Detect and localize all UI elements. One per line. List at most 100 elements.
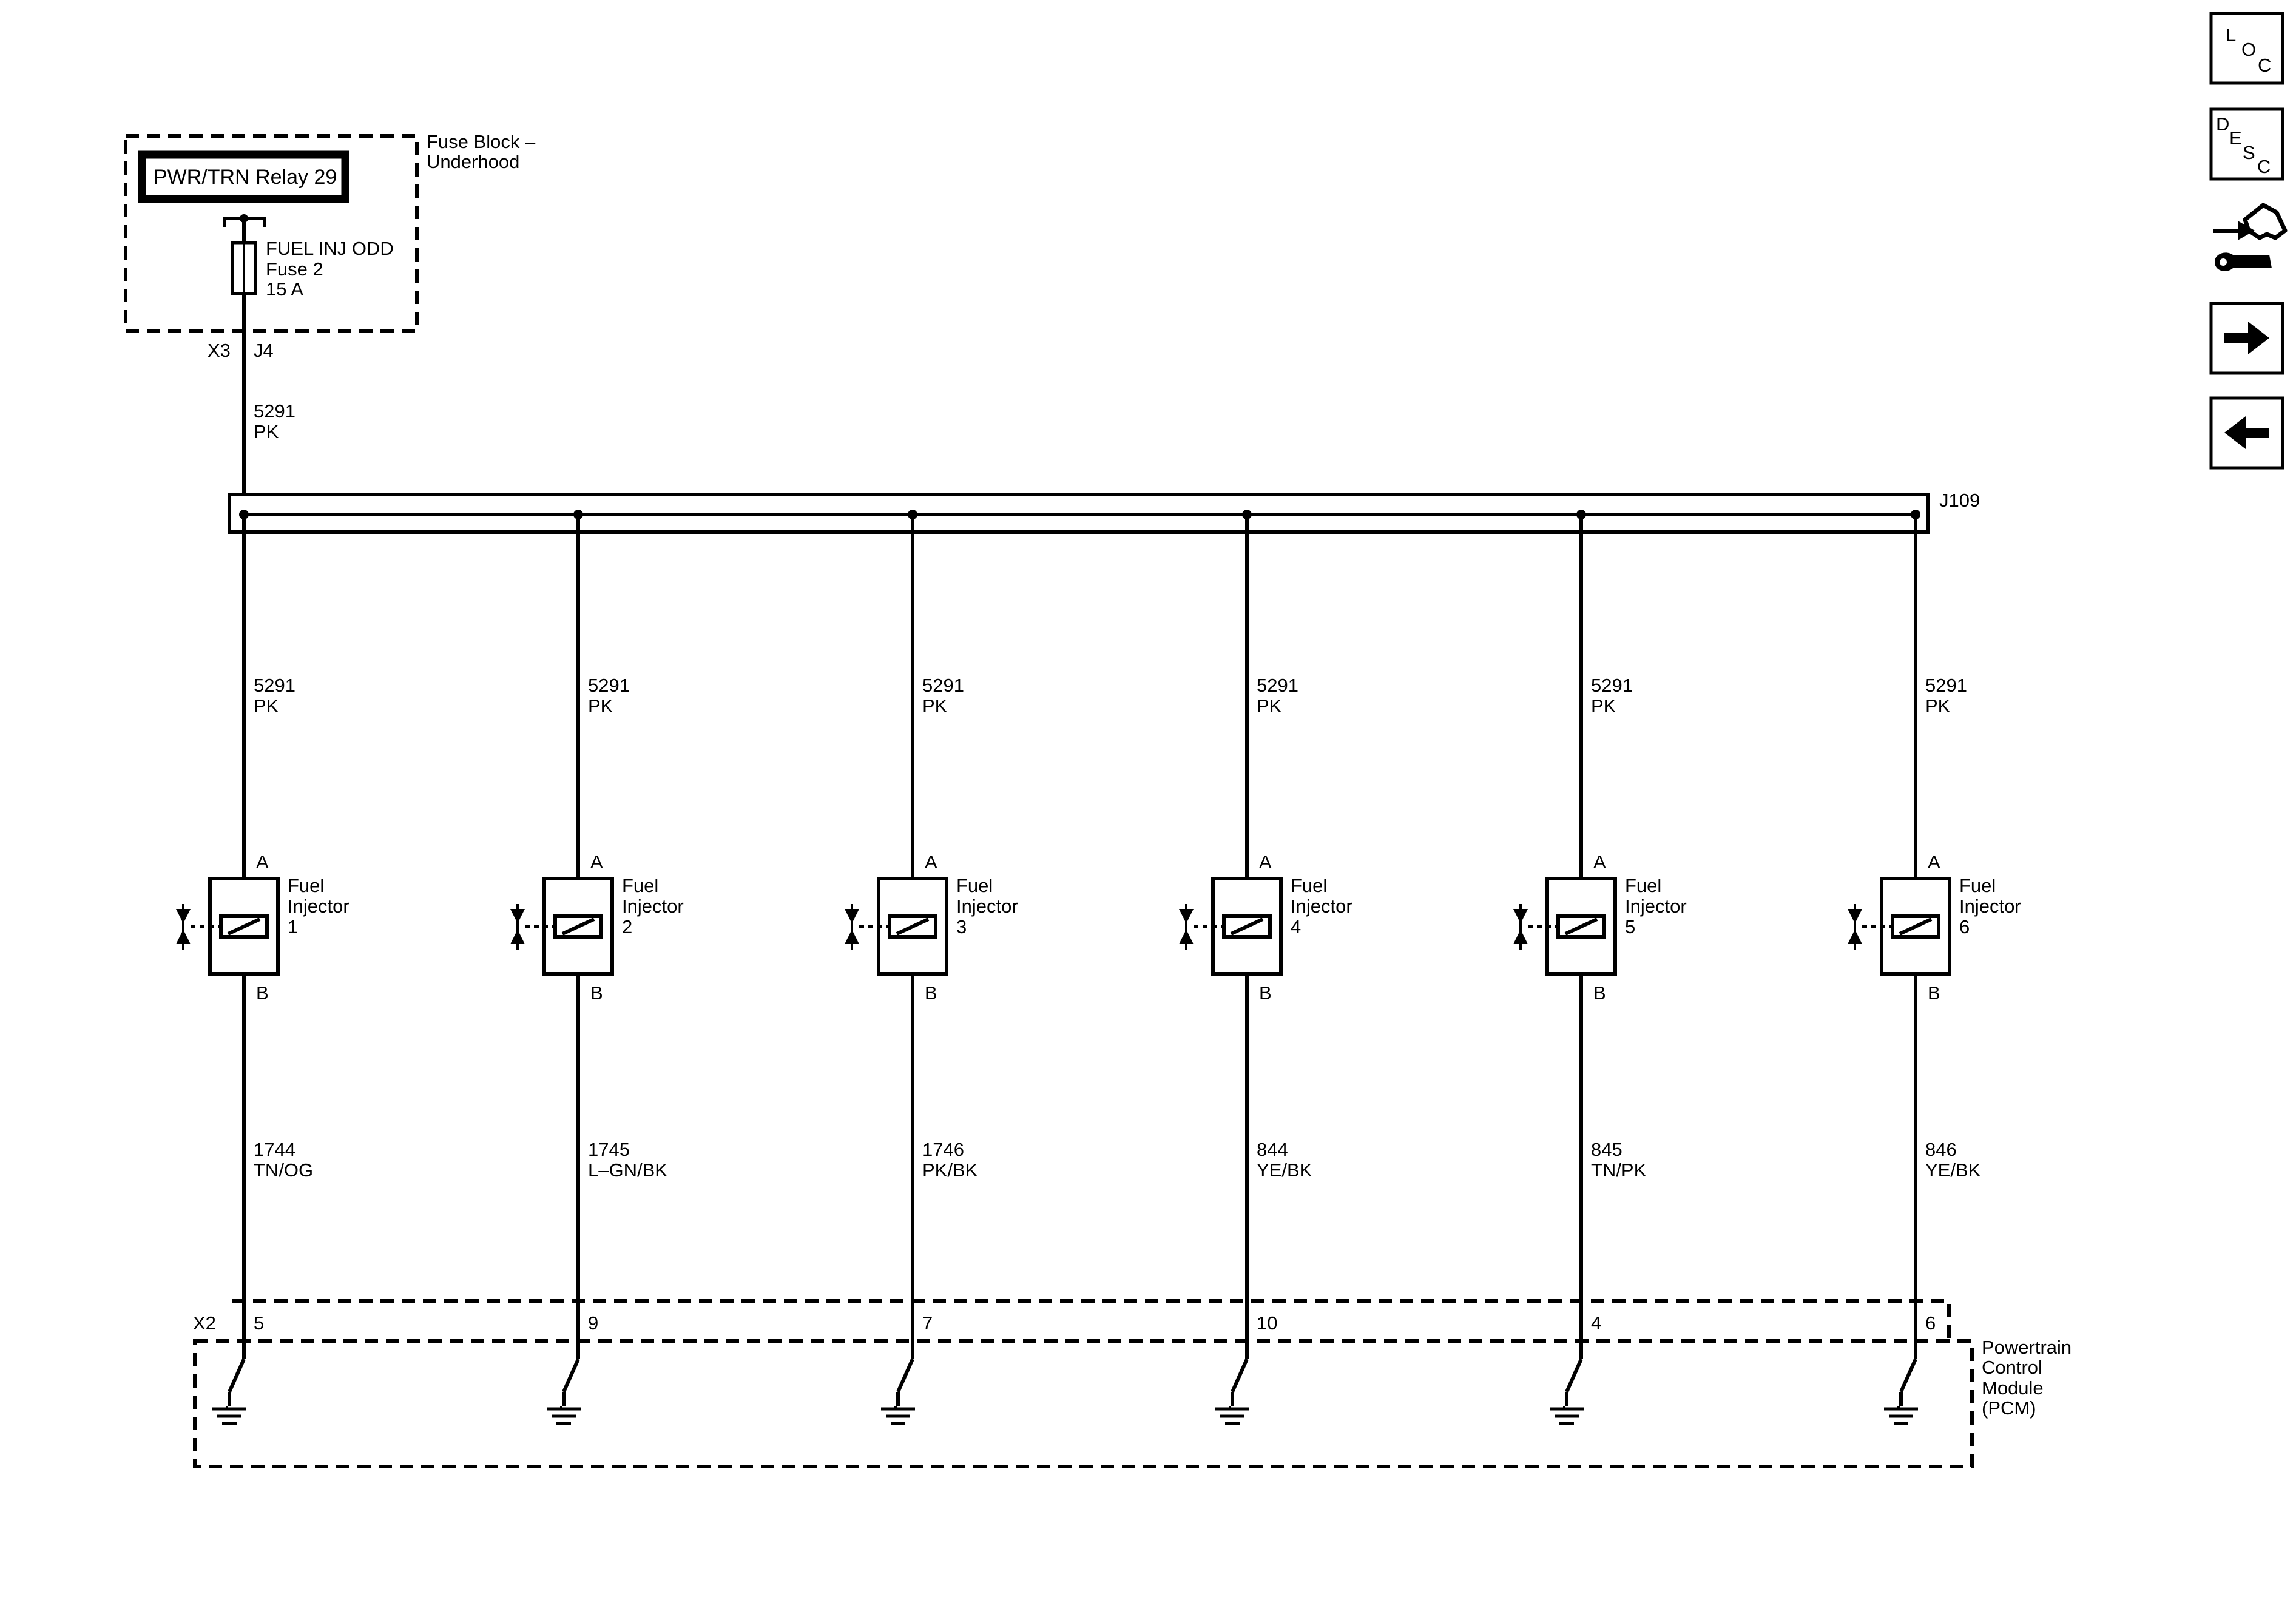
description-button[interactable]: D E S C <box>2209 107 2284 181</box>
injector-number: 3 <box>956 916 967 937</box>
pcm-pin-number: 9 <box>588 1312 598 1334</box>
toolbar: L O C D E S C <box>2209 12 2288 470</box>
driver-switch <box>228 1358 246 1393</box>
supply-circuit-number: 5291 <box>922 675 964 696</box>
solenoid-coil-slash <box>561 917 595 936</box>
solenoid-coil-slash <box>227 917 261 936</box>
control-wire-color: L–GN/BK <box>588 1160 667 1181</box>
fuse-label-line3: 15 A <box>266 279 303 300</box>
driver-switch <box>896 1358 914 1393</box>
feed-wire-color: PK <box>254 421 279 442</box>
injector-number: 2 <box>622 916 632 937</box>
pcm-pin-number: 7 <box>922 1312 933 1334</box>
injector-name-line1: Fuel <box>1625 875 1661 896</box>
relay-label: PWR/TRN Relay 29 <box>154 166 337 189</box>
pcm-connector-outline <box>232 1299 1951 1341</box>
injector-number: 6 <box>1959 916 1970 937</box>
supply-circuit-number: 5291 <box>1925 675 1967 696</box>
control-circuit-number: 1744 <box>254 1139 295 1160</box>
fuse-label-line1: FUEL INJ ODD <box>266 238 394 259</box>
pcm-module: X2 Powertrain Control Module (PCM) <box>193 1299 2071 1468</box>
injector-name-line1: Fuel <box>288 875 324 896</box>
supply-wire-color: PK <box>1591 695 1616 717</box>
ground-icon <box>1550 1407 1584 1425</box>
desc-letter-c: C <box>2257 156 2271 177</box>
fuse-block-title-line1: Fuse Block – <box>427 131 536 152</box>
control-wire-color: TN/PK <box>1591 1160 1647 1181</box>
injector-pin-a: A <box>1259 851 1272 873</box>
driver-switch <box>1565 1358 1583 1393</box>
pcm-pin-number: 10 <box>1257 1312 1277 1334</box>
injector-name-line2: Injector <box>956 896 1018 917</box>
supply-circuit-number: 5291 <box>588 675 630 696</box>
fuse-block-underhood: Fuse Block – Underhood PWR/TRN Relay 29 … <box>124 131 536 361</box>
loc-letter-l: L <box>2226 24 2236 46</box>
pcm-outline <box>193 1339 1974 1468</box>
injector-pin-a: A <box>925 851 937 873</box>
fuse-block-connector: X3 <box>208 340 231 361</box>
control-wire-color: PK/BK <box>922 1160 978 1181</box>
injector-name-line2: Injector <box>1959 896 2021 917</box>
supply-circuit-number: 5291 <box>254 675 295 696</box>
description-icon <box>2209 107 2284 181</box>
solenoid-coil-slash <box>1899 917 1933 936</box>
solenoid-coil-slash <box>1564 917 1598 936</box>
injector-pin-b: B <box>1593 982 1606 1004</box>
supply-wire-color: PK <box>254 695 279 717</box>
ground-icon <box>881 1407 915 1425</box>
injector-name-line1: Fuel <box>956 875 993 896</box>
pcm-label-line4: (PCM) <box>1982 1397 2036 1419</box>
desc-letter-s: S <box>2243 142 2255 163</box>
pcm-pin-number: 6 <box>1925 1312 1936 1334</box>
supply-wire-color: PK <box>1257 695 1282 717</box>
location-icon <box>2209 12 2284 85</box>
ground-icon <box>212 1407 246 1425</box>
injector-pin-b: B <box>925 982 937 1004</box>
supply-wire-color: PK <box>588 695 613 717</box>
injector-name-line2: Injector <box>288 896 349 917</box>
back-arrow-icon <box>2224 416 2269 449</box>
control-circuit-number: 846 <box>1925 1139 1957 1160</box>
next-arrow-icon <box>2224 322 2269 354</box>
solenoid-coil-slash <box>1230 917 1264 936</box>
injector-branches: 5291PKAFuelInjector1B1744TN/OG55291PKAFu… <box>176 510 2021 1425</box>
pcm-label-line2: Control <box>1982 1357 2042 1378</box>
pcm-label-line3: Module <box>1982 1377 2044 1399</box>
injector-pin-a: A <box>1928 851 1940 873</box>
injector-name-line1: Fuel <box>1959 875 1996 896</box>
control-circuit-number: 845 <box>1591 1139 1622 1160</box>
injector-pin-a: A <box>1593 851 1606 873</box>
fuse-label-line2: Fuse 2 <box>266 258 323 280</box>
injector-pin-a: A <box>590 851 603 873</box>
ground-icon <box>1215 1407 1249 1425</box>
connector-tool-button[interactable] <box>2213 203 2288 271</box>
injector-number: 4 <box>1291 916 1301 937</box>
control-circuit-number: 844 <box>1257 1139 1288 1160</box>
pcm-pin-number: 5 <box>254 1312 264 1334</box>
injector-name-line2: Injector <box>1625 896 1687 917</box>
location-button[interactable]: L O C <box>2209 12 2284 85</box>
loc-letter-o: O <box>2241 39 2256 60</box>
relay-contact-dot <box>240 214 248 223</box>
control-wire-color: YE/BK <box>1925 1160 1981 1181</box>
fuse-block-terminal: J4 <box>254 340 274 361</box>
injector-name-line2: Injector <box>1291 896 1352 917</box>
supply-circuit-number: 5291 <box>1257 675 1298 696</box>
control-wire-color: TN/OG <box>254 1160 313 1181</box>
loc-letter-c: C <box>2258 55 2271 76</box>
driver-switch <box>1231 1358 1249 1393</box>
back-button[interactable] <box>2209 396 2284 470</box>
connector-tool-icon <box>2213 203 2288 271</box>
pcm-connector: X2 <box>193 1312 216 1334</box>
next-button[interactable] <box>2209 302 2284 375</box>
fuse-block-title-line2: Underhood <box>427 151 519 172</box>
driver-switch <box>562 1358 580 1393</box>
injector-pin-a: A <box>256 851 269 873</box>
relay-box <box>138 150 349 203</box>
injector-pin-b: B <box>256 982 269 1004</box>
pcm-pin-number: 4 <box>1591 1312 1601 1334</box>
injector-name-line2: Injector <box>622 896 684 917</box>
pcm-label-line1: Powertrain <box>1982 1337 2071 1358</box>
solenoid-coil-slash <box>896 917 930 936</box>
